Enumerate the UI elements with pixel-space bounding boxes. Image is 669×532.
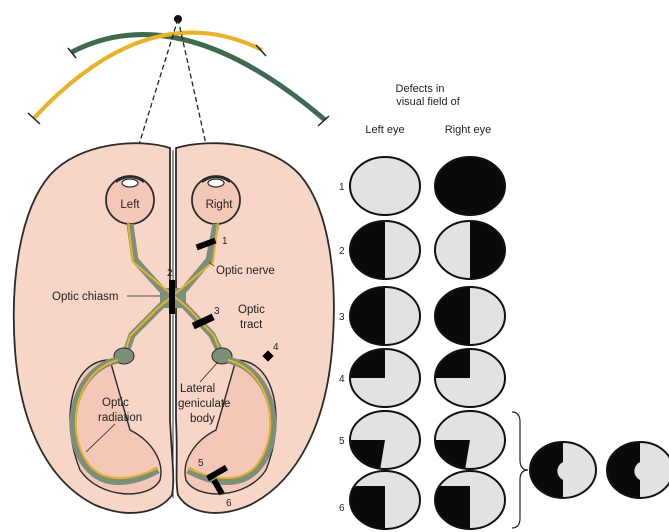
field-row2-right-eye bbox=[435, 218, 507, 282]
lesion-5-number: 5 bbox=[198, 458, 204, 469]
lgb-label-1: Lateral bbox=[180, 383, 215, 395]
field-row1-right-eye bbox=[435, 157, 505, 215]
lesion-3-number: 3 bbox=[214, 306, 220, 317]
column-right-eye: Right eye bbox=[445, 124, 491, 136]
arc-end-tick bbox=[256, 45, 266, 56]
optic-tract-label-2: tract bbox=[240, 319, 263, 331]
row-numbers: 1 2 3 4 5 6 bbox=[339, 182, 345, 514]
row-number-1: 1 bbox=[339, 182, 345, 193]
optic-nerve-label: Optic nerve bbox=[216, 265, 275, 277]
row-number-3: 3 bbox=[339, 312, 345, 323]
field-row2-left-eye bbox=[348, 218, 420, 282]
lesion-1-number: 1 bbox=[222, 236, 228, 247]
row-number-2: 2 bbox=[339, 246, 345, 257]
defects-header: Defects in visual field of Left eye Righ… bbox=[365, 83, 491, 136]
left-eye-field-arc bbox=[34, 33, 262, 118]
brain bbox=[14, 143, 334, 513]
optic-radiation-label-1: Optic bbox=[102, 397, 129, 409]
defects-heading-line1: Defects in bbox=[396, 83, 445, 95]
rows-5-6-brace bbox=[512, 412, 528, 528]
row-number-6: 6 bbox=[339, 503, 345, 514]
field-row6-left-eye bbox=[348, 471, 420, 532]
lesion-4-number: 4 bbox=[273, 342, 279, 353]
optic-tract-label-1: Optic bbox=[238, 304, 265, 316]
column-left-eye: Left eye bbox=[365, 124, 404, 136]
field-row4-left-eye bbox=[348, 346, 420, 407]
field-row6-right-eye bbox=[433, 471, 505, 532]
right-eye-label: Right bbox=[206, 199, 234, 211]
right-eye-field-arc bbox=[72, 35, 325, 120]
lgb-label-2: geniculate bbox=[178, 398, 230, 410]
lesion-2-bar bbox=[169, 280, 175, 314]
field-row5-right-eye bbox=[435, 411, 505, 470]
field-row5-left-eye bbox=[350, 411, 420, 470]
optic-chiasm-label: Optic chiasm bbox=[52, 291, 118, 303]
combined-field-right-eye bbox=[605, 440, 669, 500]
right-eye: Right bbox=[192, 176, 240, 224]
lesion-6-number: 6 bbox=[226, 498, 232, 509]
lgb-label-3: body bbox=[190, 413, 215, 425]
visual-field-defects bbox=[348, 157, 669, 532]
left-eye-label: Left bbox=[120, 199, 140, 211]
optic-radiation-label-2: radiation bbox=[98, 412, 142, 424]
defects-heading-line2: visual field of bbox=[396, 96, 461, 108]
lesion-2-number: 2 bbox=[167, 268, 173, 279]
row-number-5: 5 bbox=[339, 436, 345, 447]
field-row3-right-eye bbox=[433, 284, 505, 348]
left-eye-pupil bbox=[122, 179, 138, 187]
field-row1-left-eye bbox=[350, 157, 420, 215]
right-eye-pupil bbox=[208, 179, 224, 187]
combined-field-left-eye bbox=[528, 440, 596, 500]
field-row3-left-eye bbox=[348, 284, 420, 348]
field-row4-right-eye bbox=[433, 346, 505, 407]
row-number-4: 4 bbox=[339, 374, 345, 385]
left-eye: Left bbox=[106, 176, 154, 224]
